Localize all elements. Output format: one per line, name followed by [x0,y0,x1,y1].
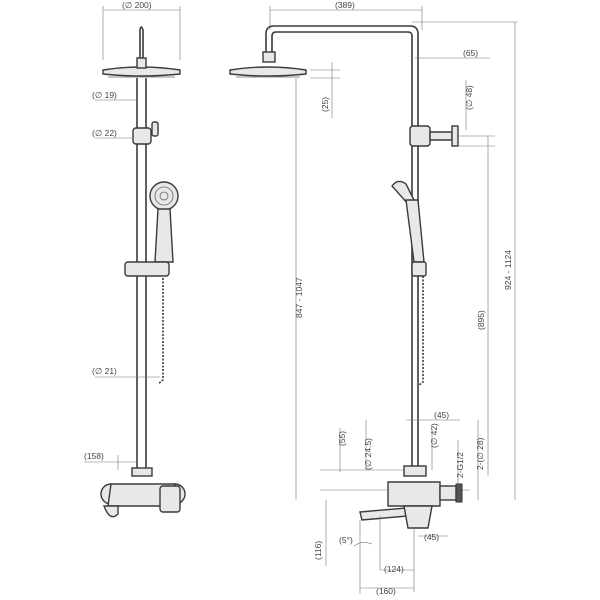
side-head-connector [262,51,276,63]
side-diverter [409,125,431,147]
side-45-top-label: (45) [434,410,449,420]
side-top-arm-label: (389) [335,0,355,10]
hand-shower-face [149,181,179,211]
side-slide-holder [411,261,427,277]
side-mixer-lever [359,507,409,521]
side-55-label: (55) [337,431,347,446]
side-hose [417,276,424,387]
side-diverter-cap [451,125,459,147]
slide-bar-holder [124,261,170,277]
side-25-label: (25) [320,97,330,112]
side-diverter-knob [429,131,453,141]
side-hand-shower-handle [405,199,425,263]
side-mixer-spout [403,505,433,529]
hand-shower-handle [154,208,174,263]
side-mixer-body [387,481,441,507]
side-116-label: (116) [313,541,323,560]
side-hand-shower-head [391,180,415,205]
shower-hose [157,278,164,385]
side-48-label: (∅ 48) [464,85,474,110]
side-24-5-label: (∅ 24.5) [363,438,373,470]
front-dia-21-label: (∅ 21) [92,366,117,376]
head-connector [136,57,147,69]
side-65-label: (65) [463,48,478,58]
front-158-label: (158) [84,451,104,461]
side-5deg-label: (5°) [339,535,353,545]
side-45-bottom-label: (45) [424,532,439,542]
diverter-knob [151,121,159,137]
side-height-total-label: 924 - 1124 [503,250,513,290]
side-895-label: (895) [476,310,486,330]
rain-shower-head [102,66,181,77]
side-mixer-outlet [403,465,427,477]
side-124-label: (124) [384,564,404,574]
front-dia-22-label: (∅ 22) [92,128,117,138]
side-rain-head [229,66,307,77]
front-view: (∅ 200) (∅ 19) (∅ 22) (∅ 21) (158) [84,0,186,518]
front-head-diameter-label: (∅ 200) [122,0,152,10]
side-wall-flange [455,483,463,503]
side-28-label: 2-(∅ 28) [475,437,485,470]
diverter-bracket [132,127,152,145]
front-dia-19-label: (∅ 19) [92,90,117,100]
mixer-top-outlet [131,467,153,477]
side-view: (389) (65) (25) (∅ 48) 847 [229,0,518,596]
mixer-lever [159,485,181,513]
side-42-label: (∅ 42) [429,423,439,448]
mixer-spout [102,505,119,518]
head-arm [139,26,144,58]
side-wall-connector [439,485,457,501]
side-g12-label: 2-G1/2 [455,452,465,478]
side-height-head-label: 847 - 1047 [294,277,304,318]
side-160-label: (160) [376,586,396,596]
